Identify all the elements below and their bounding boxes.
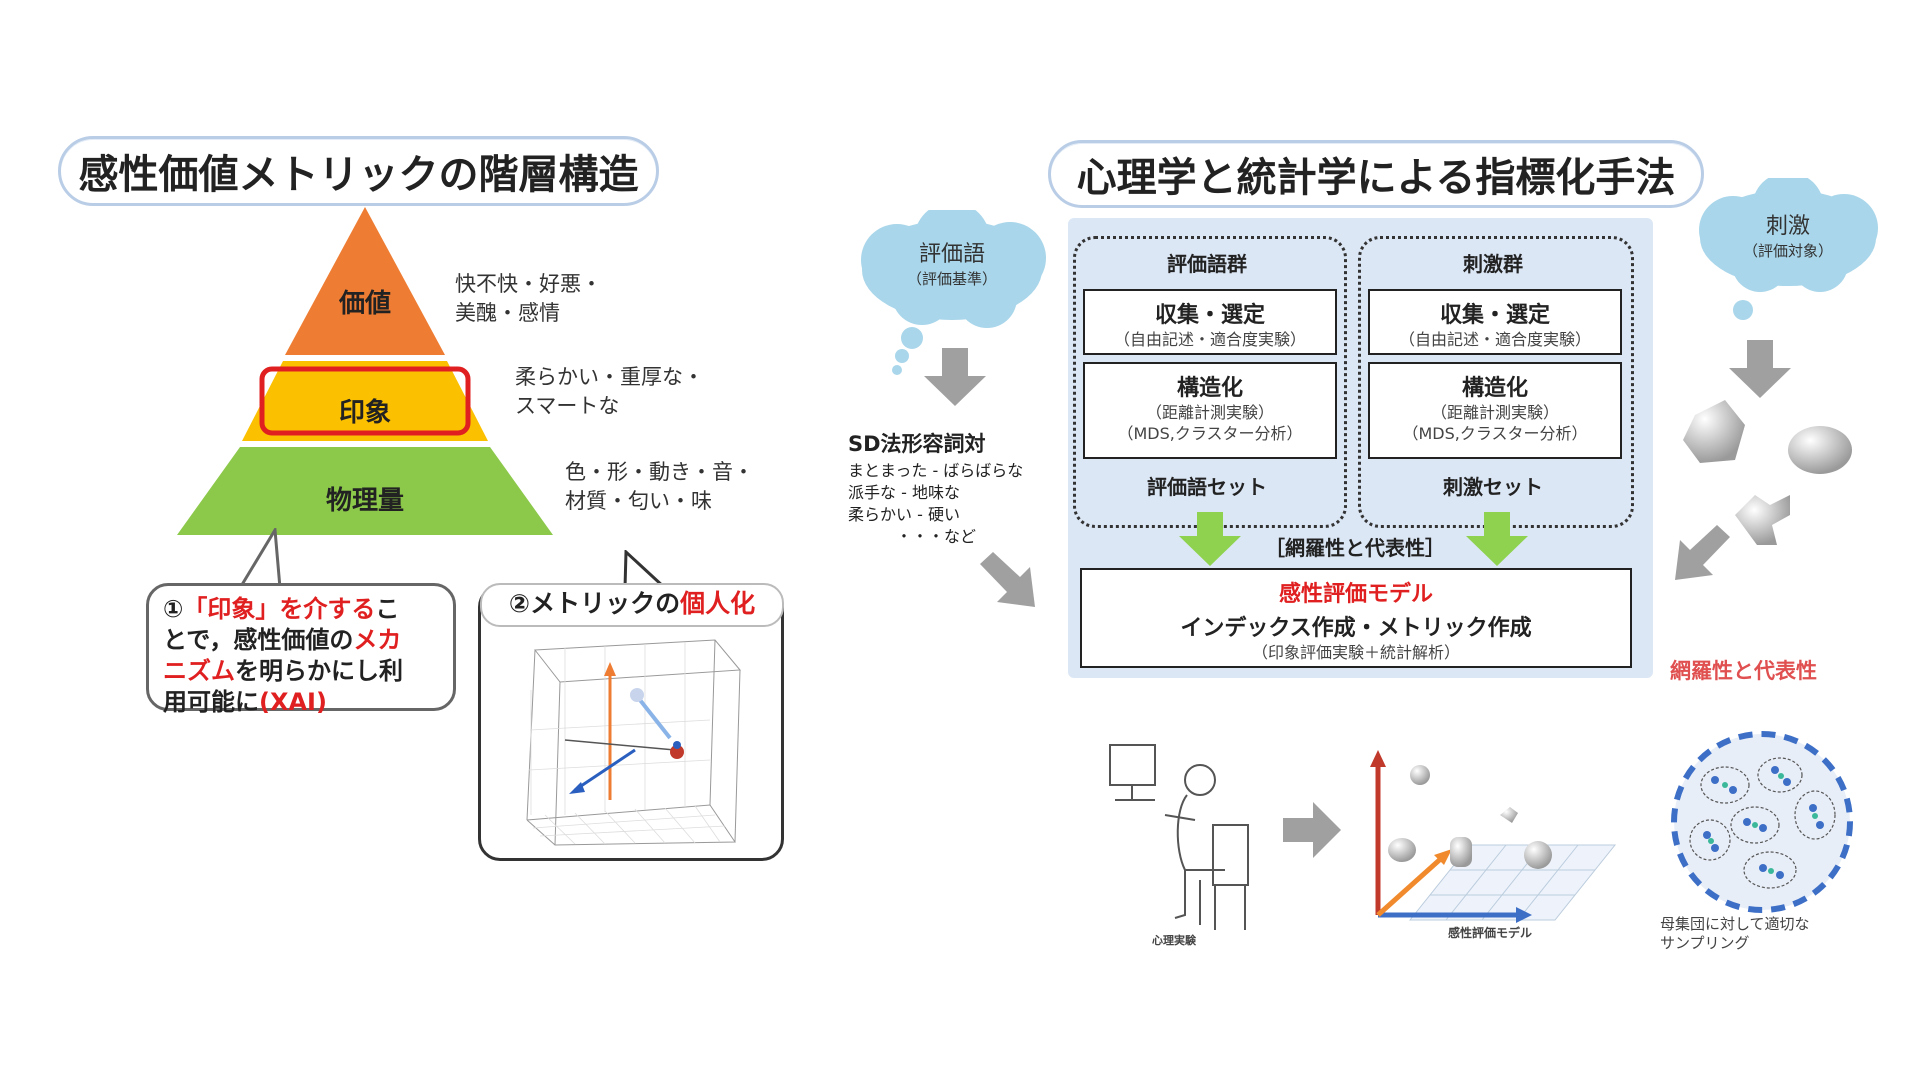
- pyramid-middle-label: 印象: [338, 398, 391, 428]
- evaluation-word-group-header: 評価語群: [1167, 252, 1247, 276]
- green-arrow-right: [1466, 512, 1528, 566]
- pyramid-top-label: 価値: [338, 289, 391, 319]
- evaluation-word-cloud-text: 評価語 （評価基準）: [906, 242, 997, 288]
- bubble1-tail: [238, 528, 282, 589]
- sd-method-title: SD法形容詞対: [848, 432, 986, 456]
- pyramid-top-tier: [285, 207, 445, 355]
- evaluation-word-set-label: 評価語セット: [1147, 475, 1267, 499]
- sampling-population-diagram: [1671, 731, 1853, 913]
- sensibility-evaluation-model-box: 感性評価モデル インデックス作成・メトリック作成 （印象評価実験＋統計解析）: [1080, 568, 1632, 668]
- middle-tier-description: 柔らかい・重厚な・ スマートな: [515, 365, 704, 418]
- impression-highlight-frame: [259, 366, 471, 436]
- model-plot-caption: 感性評価モデル: [1448, 926, 1533, 940]
- pyramid: [177, 207, 553, 535]
- stimulus-cloud-text: 刺激 （評価対象）: [1742, 214, 1833, 260]
- model-sub: （印象評価実験＋統計解析）: [1251, 643, 1460, 662]
- mechanism-bubble: ①「印象」を介するこ とで，感性価値のメカ ニズムを明らかにし利 用可能に(XA…: [146, 583, 456, 716]
- pyramid-middle-tier: [242, 361, 488, 441]
- green-arrow-left: [1179, 512, 1241, 566]
- model-title: 感性評価モデル: [1278, 582, 1433, 607]
- bottom-tier-description: 色・形・動き・音・ 材質・匂い・味: [565, 460, 754, 513]
- pyramid-bottom-label: 物理量: [325, 486, 404, 516]
- arrow-down-left: [924, 348, 986, 406]
- stimulus-cloud: [1699, 178, 1878, 320]
- stimulus-group-header: 刺激群: [1463, 252, 1523, 276]
- stimulus-set-label: 刺激セット: [1443, 475, 1543, 499]
- coverage-red-label: 網羅性と代表性: [1670, 659, 1817, 683]
- left-title: 感性価値メトリックの階層構造: [58, 136, 659, 206]
- pyramid-bottom-tier: [177, 447, 553, 535]
- stimulus-shapes: [1683, 400, 1852, 545]
- sampling-caption: 母集団に対して適切な サンプリング: [1660, 915, 1810, 952]
- experiment-caption: 心理実験: [1152, 934, 1196, 947]
- top-tier-description: 快不快・好悪・ 美醜・感情: [455, 272, 602, 325]
- psychology-experiment-illustration: [1109, 744, 1249, 930]
- right-title-text: 心理学と統計学による指標化手法: [1076, 155, 1676, 201]
- flow-arrow-right: [1283, 802, 1341, 858]
- coverage-label: ［網羅性と代表性］: [1265, 536, 1445, 560]
- sd-method-block: SD法形容詞対 まとまった - ばらばらな 派手な - 地味な 柔らかい - 硬…: [848, 428, 1063, 548]
- arrow-diag-left: [1675, 525, 1730, 580]
- arrow-diag-right: [980, 552, 1035, 607]
- right-title: 心理学と統計学による指標化手法: [1048, 140, 1704, 208]
- personalization-label: ②メトリックの個人化: [480, 583, 784, 627]
- arrow-down-right: [1729, 340, 1791, 398]
- collect-select-box-right: 収集・選定 （自由記述・適合度実験）: [1368, 289, 1622, 355]
- evaluation-word-cloud: [861, 210, 1046, 375]
- evaluation-model-plot: [1370, 750, 1617, 923]
- structuring-box-left: 構造化 （距離計測実験） （MDS,クラスター分析）: [1083, 362, 1337, 459]
- personal-metric-3d-plot: [526, 639, 742, 846]
- bubble2-tail: [623, 550, 667, 590]
- left-title-text: 感性価値メトリックの階層構造: [78, 152, 639, 198]
- collect-select-box-left: 収集・選定 （自由記述・適合度実験）: [1083, 289, 1337, 355]
- structuring-box-right: 構造化 （距離計測実験） （MDS,クラスター分析）: [1368, 362, 1622, 459]
- model-line: インデックス作成・メトリック作成: [1180, 616, 1532, 641]
